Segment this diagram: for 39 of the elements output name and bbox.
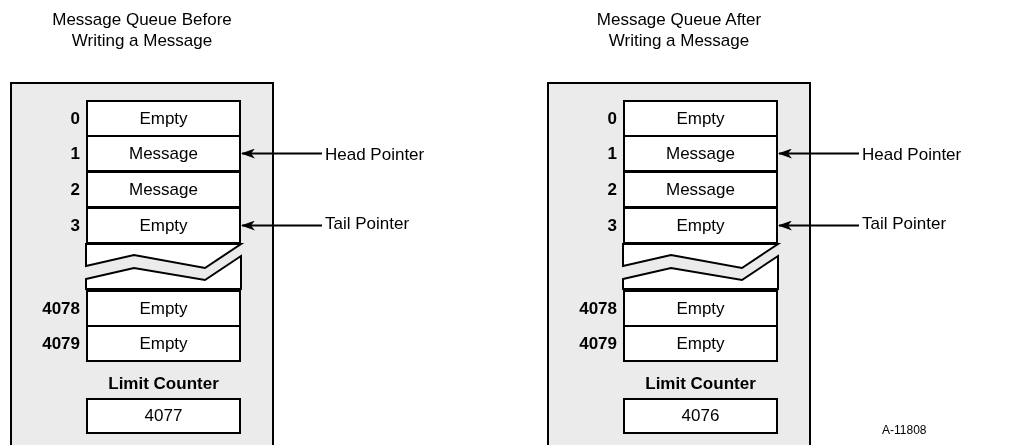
- slot-index: 0: [607, 108, 617, 129]
- slot-text: Empty: [139, 108, 188, 129]
- slot-index: 2: [607, 179, 617, 200]
- arrow: [241, 220, 323, 231]
- slot-text: Empty: [139, 215, 188, 236]
- slot-index: 4079: [42, 333, 80, 354]
- arrow: [778, 148, 860, 159]
- slot-text: Message: [129, 143, 198, 164]
- pointer-label: Head Pointer: [325, 145, 425, 165]
- panel-title: Message Queue Before Writing a Message: [51, 9, 233, 51]
- slot-index: 1: [607, 143, 617, 164]
- slot-text: Empty: [139, 298, 188, 319]
- slot-index: 3: [607, 215, 617, 236]
- slot-text: Empty: [676, 108, 725, 129]
- counter-heading: Limit Counter: [644, 373, 757, 395]
- slot-index: 3: [70, 215, 80, 236]
- slot-text: Empty: [139, 333, 188, 354]
- panel-title: Message Queue After Writing a Message: [595, 9, 763, 51]
- counter-value-box: 4076: [623, 398, 778, 434]
- figure-number: A-11808: [882, 423, 927, 437]
- pointer-label: Tail Pointer: [325, 214, 410, 234]
- arrow: [241, 148, 323, 159]
- slot-text: Message: [666, 143, 735, 164]
- slot-index: 2: [70, 179, 80, 200]
- counter-heading: Limit Counter: [107, 373, 220, 395]
- pointer-label: Tail Pointer: [862, 214, 947, 234]
- slot-index: 1: [70, 143, 80, 164]
- slot-text: Empty: [676, 215, 725, 236]
- slot-text: Message: [666, 179, 735, 200]
- slot-text: Empty: [676, 298, 725, 319]
- slot-text: Empty: [676, 333, 725, 354]
- arrow: [778, 220, 860, 231]
- slot-text: Message: [129, 179, 198, 200]
- pointer-label: Head Pointer: [862, 145, 962, 165]
- slot-index: 4078: [579, 298, 617, 319]
- slot-index: 4078: [42, 298, 80, 319]
- slot-index: 4079: [579, 333, 617, 354]
- slot-index: 0: [70, 108, 80, 129]
- counter-value-box: 4077: [86, 398, 241, 434]
